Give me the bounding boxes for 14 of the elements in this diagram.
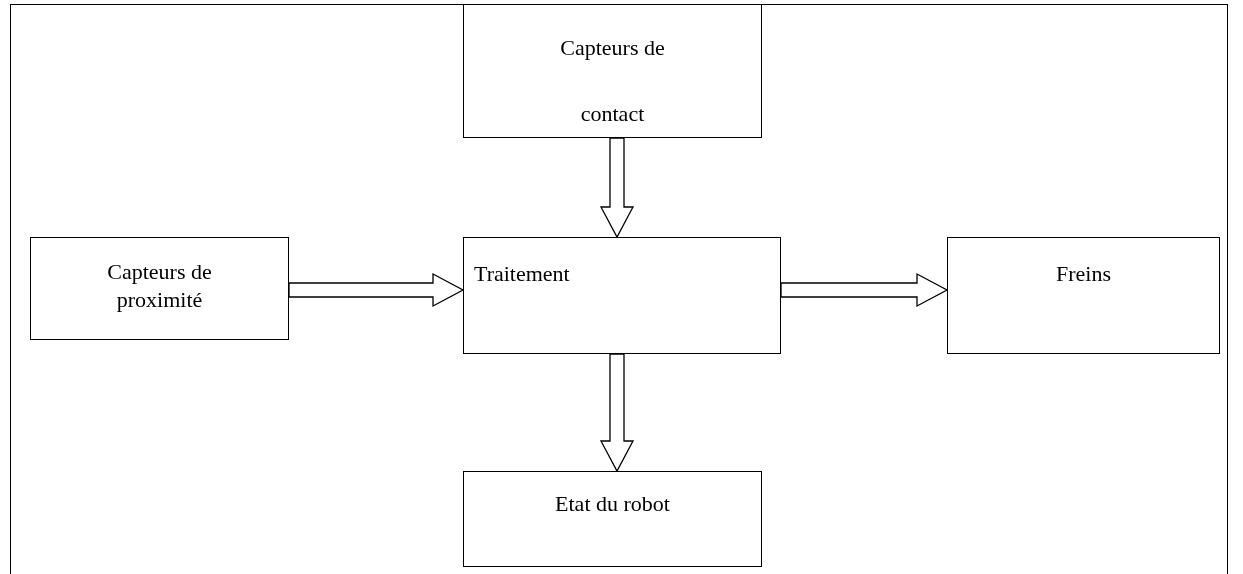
box-label: Etat du robot: [554, 490, 671, 518]
box-label: Traitement: [474, 260, 570, 288]
block-arrow: [288, 272, 465, 308]
process-box: [463, 4, 762, 138]
box-label: Capteurs de proximité: [106, 258, 213, 313]
block-arrow: [599, 137, 635, 239]
process-box: [947, 237, 1220, 354]
block-arrow: [780, 272, 949, 308]
process-box: [463, 237, 781, 354]
process-box: [463, 471, 762, 567]
box-label: Freins: [1055, 260, 1112, 288]
process-box: [30, 237, 289, 340]
block-arrow: [599, 353, 635, 473]
box-label: Capteurs de contact: [559, 34, 666, 128]
